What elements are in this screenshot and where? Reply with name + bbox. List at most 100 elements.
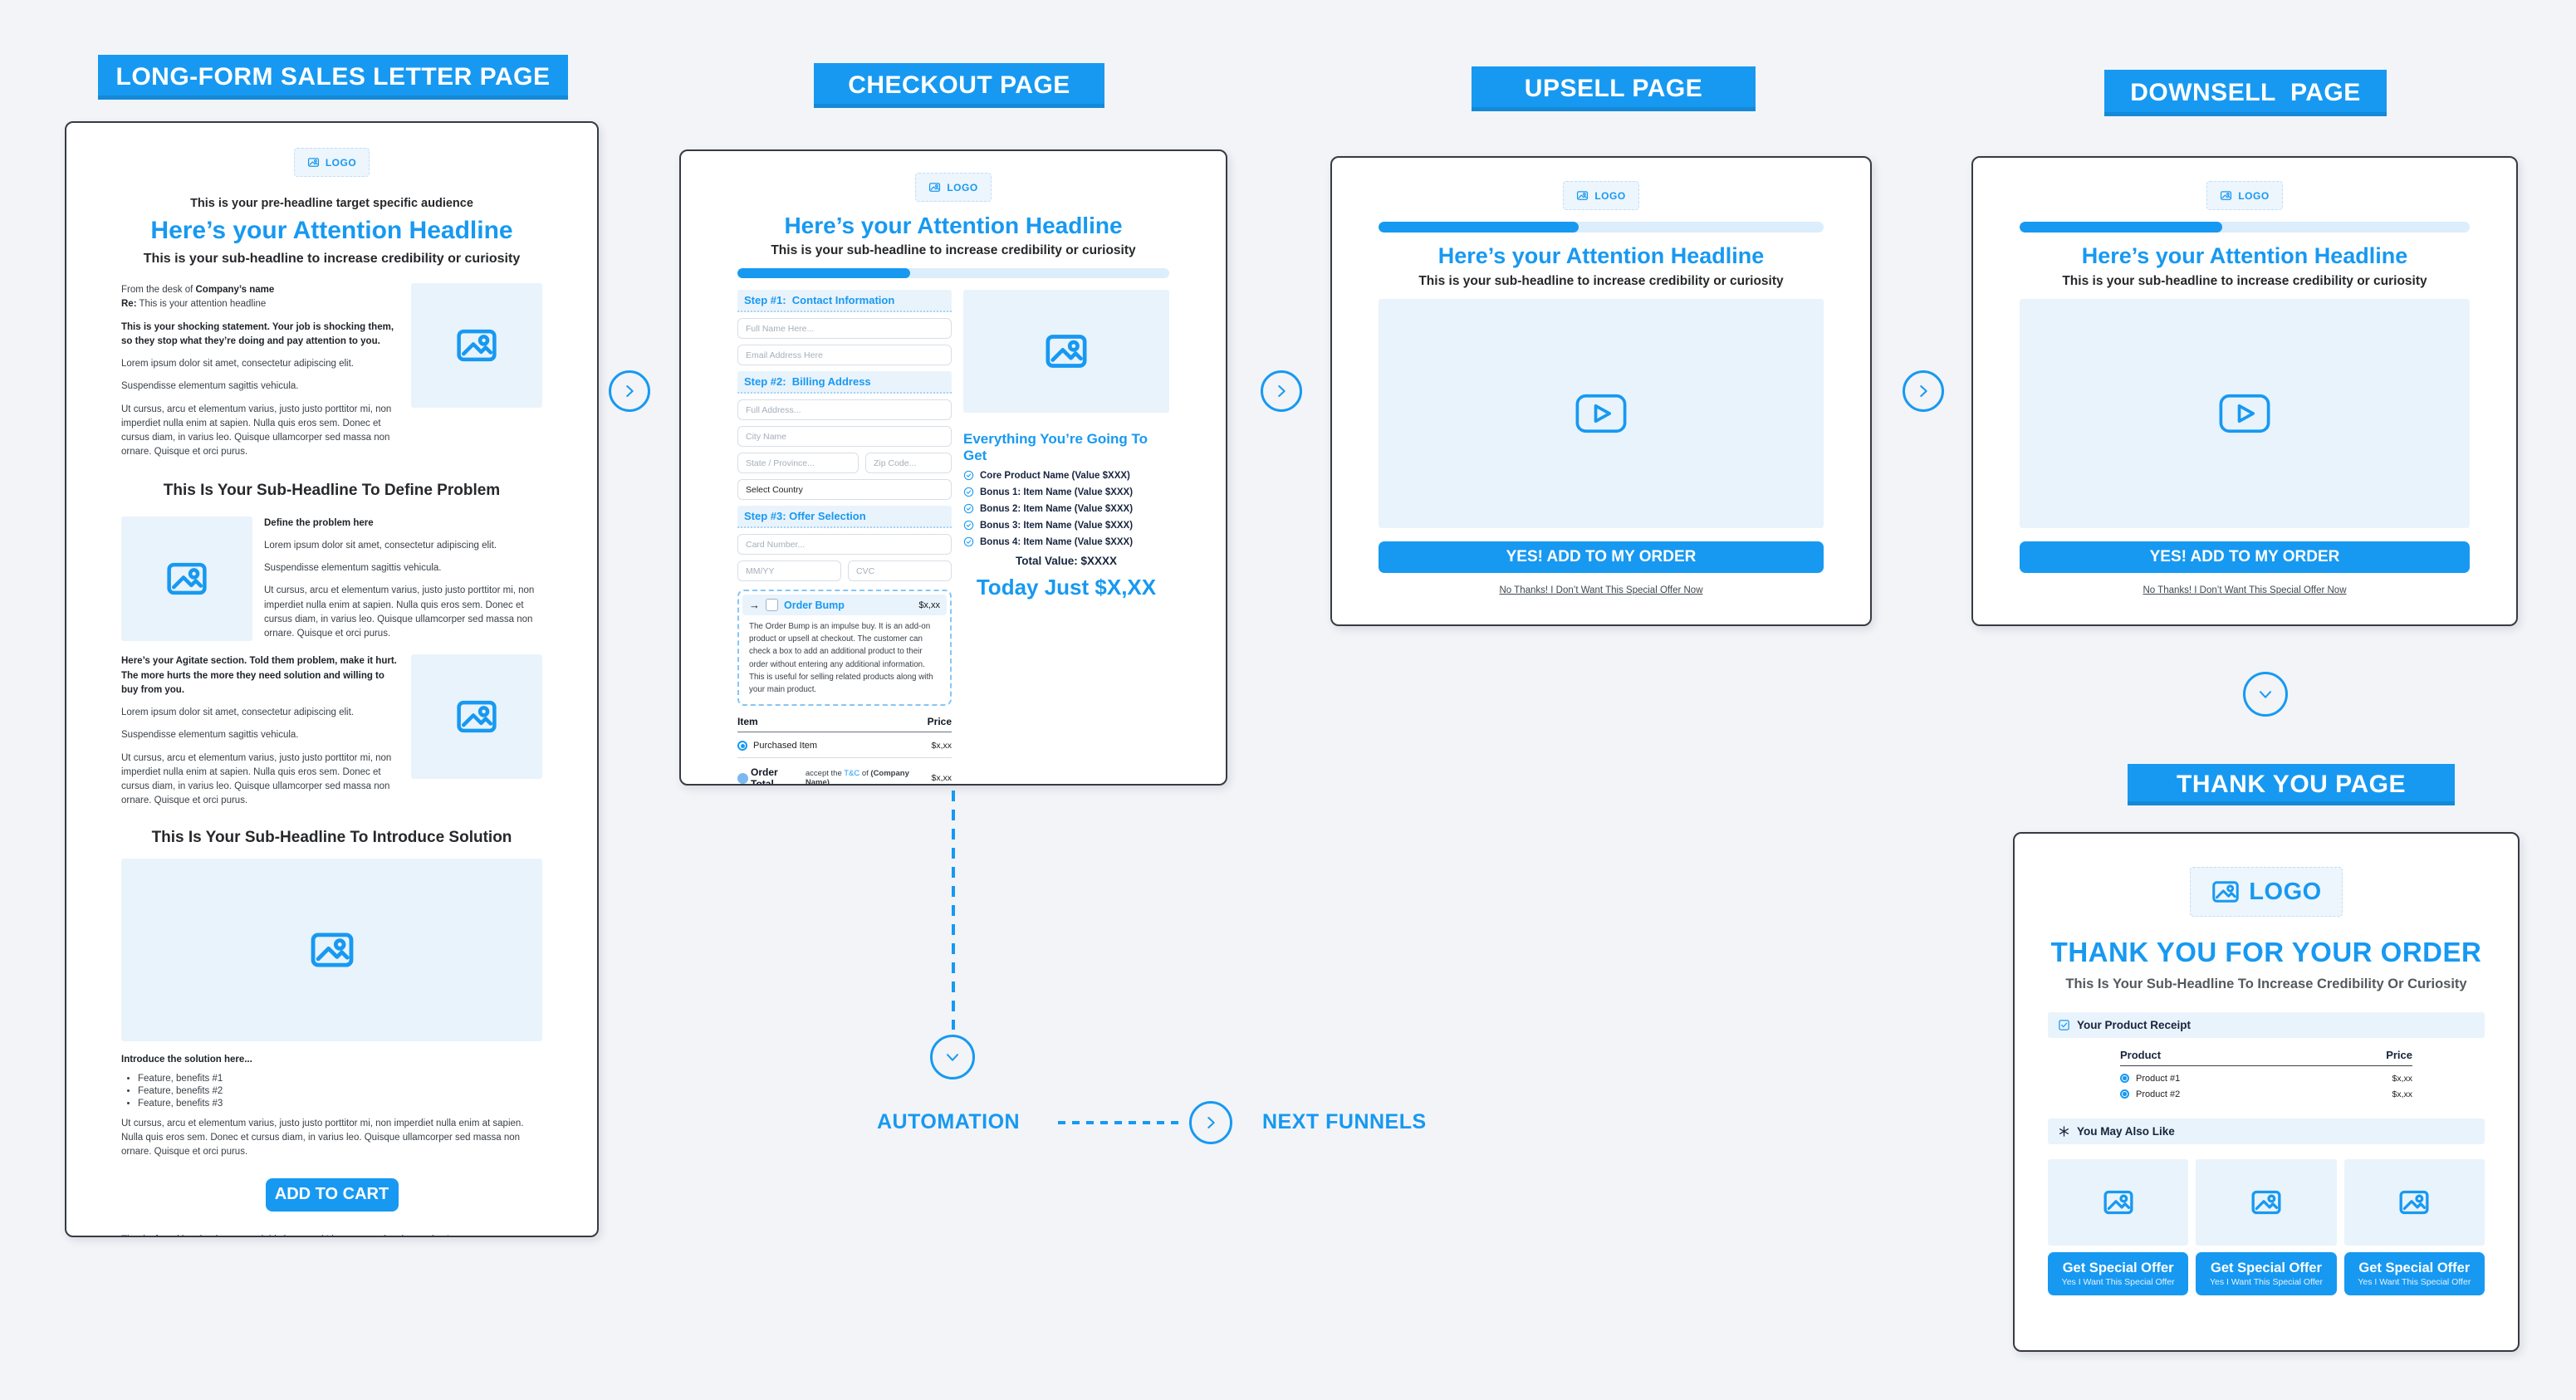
- paragraph: Lorem ipsum dolor sit amet, consectetur …: [121, 707, 354, 717]
- solution-heading: This Is Your Sub-Headline To Introduce S…: [151, 828, 512, 846]
- feature-item: Feature, benefits #3: [138, 1099, 542, 1109]
- receipt-table: Product Price Product #1 $x,xx Product #…: [2120, 1049, 2412, 1102]
- expiry-input[interactable]: [737, 560, 841, 581]
- image-icon: [1576, 189, 1589, 202]
- order-total-row: Order Total accept the T&C of (Company N…: [737, 764, 952, 784]
- check-circle-icon: [963, 487, 974, 497]
- image-placeholder: [121, 516, 252, 641]
- item-radio[interactable]: [737, 741, 747, 751]
- product-image-placeholder: [963, 290, 1169, 413]
- step1-header: Step #1: Contact Information: [737, 290, 952, 312]
- banner-sales-letter: LONG-FORM SALES LETTER PAGE: [98, 55, 568, 100]
- table-row: Product #1 $x,xx: [2120, 1070, 2412, 1086]
- email-input[interactable]: [737, 345, 952, 365]
- step2-header: Step #2: Billing Address: [737, 371, 952, 394]
- video-placeholder[interactable]: [2020, 299, 2470, 528]
- receipt-header-bar: Your Product Receipt: [2048, 1012, 2485, 1038]
- special-offer-button[interactable]: Get Special Offer Yes I Want This Specia…: [2048, 1252, 2189, 1295]
- logo-label: LOGO: [2238, 189, 2270, 202]
- image-icon: [928, 181, 941, 193]
- check-circle-icon: [963, 536, 974, 547]
- special-offer-button[interactable]: Get Special Offer Yes I Want This Specia…: [2343, 1252, 2485, 1295]
- banner-checkout: CHECKOUT PAGE: [814, 63, 1104, 108]
- progress-bar: [1379, 222, 1824, 233]
- offer-cards: Get Special Offer Yes I Want This Specia…: [2048, 1159, 2485, 1295]
- offer-card: Get Special Offer Yes I Want This Specia…: [2196, 1159, 2337, 1295]
- no-thanks-link[interactable]: No Thanks! I Don’t Want This Special Off…: [2143, 585, 2347, 595]
- checkout-form: Step #1: Contact Information Step #2: Bi…: [737, 290, 952, 784]
- product-column-header: Product: [2120, 1049, 2162, 1061]
- offer-item: Bonus 3: Item Name (Value $XXX): [963, 520, 1169, 531]
- chevron-right-icon: [1202, 1114, 1220, 1132]
- product-radio[interactable]: [2120, 1089, 2129, 1099]
- headline: Here’s your Attention Headline: [784, 213, 1123, 238]
- state-input[interactable]: [737, 453, 859, 473]
- step3-header: Step #3: Offer Selection: [737, 506, 952, 528]
- arrow-right-connector: [1903, 370, 1944, 412]
- arrow-right-connector: [609, 370, 650, 412]
- also-like-bar: You May Also Like: [2048, 1119, 2485, 1144]
- add-to-order-button[interactable]: YES! ADD TO MY ORDER: [1379, 541, 1824, 573]
- offer-card: Get Special Offer Yes I Want This Specia…: [2048, 1159, 2189, 1295]
- checkbox-icon: [2058, 1019, 2070, 1031]
- arrow-right-icon: →: [749, 599, 760, 611]
- logo-label: LOGO: [1594, 189, 1626, 202]
- card-number-input[interactable]: [737, 534, 952, 555]
- add-to-cart-button[interactable]: ADD TO CART: [265, 1177, 399, 1212]
- check-circle-icon: [963, 503, 974, 514]
- shocking-statement: This is your shocking statement. Your jo…: [121, 321, 394, 346]
- paragraph: Lorem ipsum dolor sit amet, consectetur …: [264, 540, 497, 551]
- progress-bar: [737, 268, 1169, 278]
- chevron-right-icon: [1914, 382, 1932, 400]
- city-input[interactable]: [737, 426, 952, 447]
- sub-headline: This is your sub-headline to increase cr…: [2062, 274, 2427, 288]
- problem-heading: This Is Your Sub-Headline To Define Prob…: [163, 481, 501, 499]
- order-bump-checkbox[interactable]: [766, 599, 778, 611]
- feature-item: Feature, benefits #1: [138, 1074, 542, 1084]
- offer-item: Bonus 2: Item Name (Value $XXX): [963, 503, 1169, 514]
- define-problem: Define the problem here: [264, 517, 374, 528]
- arrow-down-connector: [2243, 672, 2288, 717]
- product-radio[interactable]: [2120, 1074, 2129, 1083]
- paragraph: Ut cursus, arcu et elementum varius, jus…: [121, 404, 392, 458]
- offer-column: Everything You’re Going To Get Core Prod…: [963, 290, 1169, 784]
- tc-checkbox[interactable]: [737, 772, 748, 784]
- image-placeholder: [2343, 1159, 2485, 1246]
- sub-headline: This Is Your Sub-Headline To Increase Cr…: [2065, 977, 2467, 991]
- offer-card: Get Special Offer Yes I Want This Specia…: [2343, 1159, 2485, 1295]
- tc-link[interactable]: T&C: [844, 769, 860, 779]
- offer-item: Bonus 1: Item Name (Value $XXX): [963, 487, 1169, 497]
- check-circle-icon: [963, 470, 974, 481]
- cvc-input[interactable]: [848, 560, 952, 581]
- next-funnels-label: NEXT FUNNELS: [1262, 1110, 1427, 1133]
- offer-heading: Everything You’re Going To Get: [963, 431, 1148, 463]
- thank-you-page: LOGO THANK YOU FOR YOUR ORDER This Is Yo…: [2013, 832, 2520, 1352]
- logo: LOGO: [1563, 181, 1639, 210]
- address-input[interactable]: [737, 399, 952, 420]
- sub-headline: This is your sub-headline to increase cr…: [143, 252, 521, 266]
- price-column-header: Price: [2386, 1049, 2412, 1061]
- next-funnels-connector: [1189, 1101, 1232, 1144]
- video-placeholder[interactable]: [1379, 299, 1824, 528]
- paragraph: Ut cursus, arcu et elementum varius, jus…: [121, 1118, 524, 1158]
- sub-headline: This is your sub-headline to increase cr…: [771, 243, 1136, 257]
- full-name-input[interactable]: [737, 318, 952, 339]
- country-select[interactable]: [737, 479, 952, 500]
- order-bump-box: → Order Bump $x,xx The Order Bump is an …: [737, 590, 952, 707]
- headline: Here’s your Attention Headline: [1437, 243, 1765, 268]
- thank-you-heading: THANK YOU FOR YOUR ORDER: [2050, 937, 2482, 967]
- offer-item: Bonus 4: Item Name (Value $XXX): [963, 536, 1169, 547]
- banner-upsell: UPSELL PAGE: [1472, 66, 1756, 111]
- image-icon: [307, 156, 320, 169]
- add-to-order-button[interactable]: YES! ADD TO MY ORDER: [2020, 541, 2470, 573]
- today-price: Today Just $X,XX: [976, 575, 1157, 600]
- no-thanks-link[interactable]: No Thanks! I Don’t Want This Special Off…: [1499, 585, 1703, 595]
- special-offer-button[interactable]: Get Special Offer Yes I Want This Specia…: [2196, 1252, 2337, 1295]
- order-bump-description: The Order Bump is an impulse buy. It is …: [749, 622, 933, 694]
- image-placeholder: [411, 654, 542, 780]
- checkout-page: LOGO Here’s your Attention Headline This…: [679, 149, 1227, 786]
- asterisk-icon: [2058, 1125, 2070, 1138]
- automation-dashed-line: [952, 791, 955, 1030]
- zip-input[interactable]: [865, 453, 952, 473]
- image-placeholder: [2048, 1159, 2189, 1246]
